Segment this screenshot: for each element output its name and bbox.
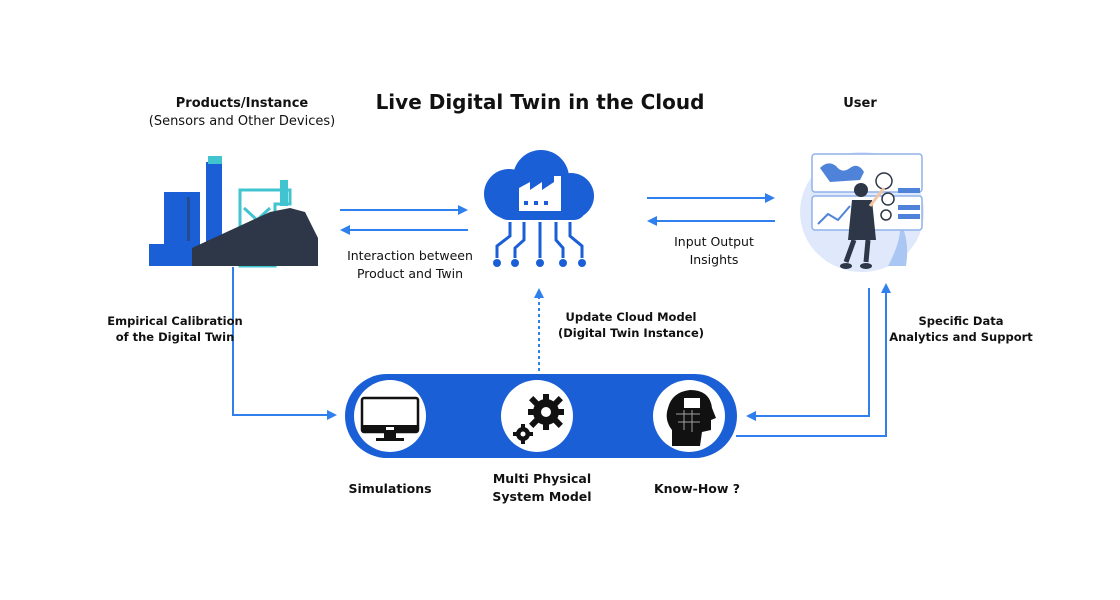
edge-label-update: Update Cloud Model (Digital Twin Instanc… xyxy=(557,310,705,340)
products-title: Products/Instance xyxy=(175,96,309,111)
cloud-factory-icon xyxy=(484,150,594,267)
brain-head-icon xyxy=(653,380,725,452)
node-label-multi-physical: Multi Physical System Model xyxy=(492,471,592,504)
edge-label-product-twin: Interaction between Product and Twin xyxy=(347,248,473,281)
edge-label-io: Input Output Insights xyxy=(674,234,754,267)
products-header: Products/Instance (Sensors and Other Dev… xyxy=(132,96,352,129)
node-label-know-how: Know-How ? xyxy=(653,481,741,496)
edge-user-to-knowhow xyxy=(746,288,870,421)
user-title: User xyxy=(843,96,877,111)
factory-icon xyxy=(149,156,318,268)
user-analytics-icon xyxy=(800,152,924,272)
gears-icon xyxy=(501,380,573,452)
node-label-simulations: Simulations xyxy=(348,481,432,496)
monitor-icon xyxy=(354,380,426,452)
products-subtitle: (Sensors and Other Devices) xyxy=(148,114,336,129)
edge-calibration xyxy=(232,267,337,420)
edge-label-calibration: Empirical Calibration of the Digital Twi… xyxy=(107,314,243,344)
edge-label-analytics: Specific Data Analytics and Support xyxy=(889,314,1033,344)
edge-knowhow-to-user xyxy=(736,283,891,437)
diagram-title: Live Digital Twin in the Cloud xyxy=(375,90,705,114)
